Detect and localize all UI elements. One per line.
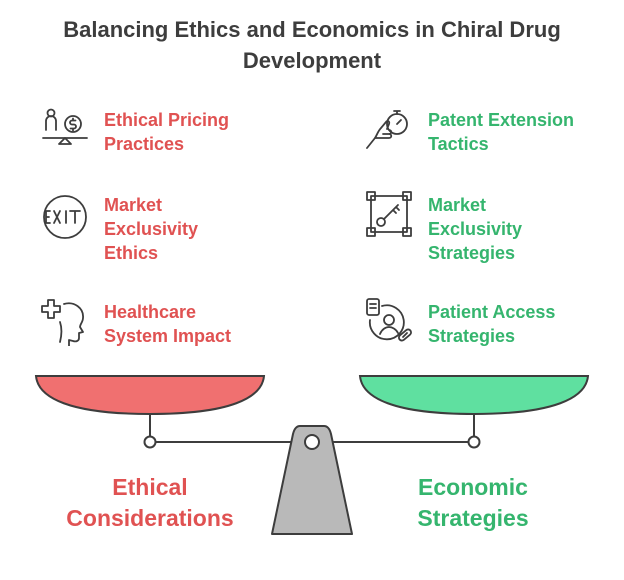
item-ethical-pricing: Ethical Pricing Practices: [40, 108, 229, 156]
left-pivot: [143, 435, 157, 449]
right-pan: [358, 375, 590, 416]
framed-key-icon: [364, 189, 414, 239]
item-healthcare-impact: Healthcare System Impact: [40, 299, 232, 348]
item-patient-access: Patient Access Strategies: [364, 298, 556, 348]
item-label: Patient Access Strategies: [428, 302, 556, 346]
item-label: Ethical Pricing Practices: [104, 110, 230, 154]
item-market-exclusivity-strategies: Market Exclusivity Strategies: [364, 191, 523, 265]
fulcrum-stand: [271, 425, 353, 535]
patient-document-pill-icon: [364, 296, 414, 346]
right-heading: Economic Strategies: [417, 474, 529, 531]
fulcrum-pivot: [304, 434, 320, 450]
right-pivot: [467, 435, 481, 449]
head-medical-cross-icon: [40, 296, 90, 346]
title-line-1: Balancing Ethics and Economics in Chiral…: [63, 17, 561, 42]
item-market-exclusivity-ethics: Market Exclusivity Ethics: [40, 193, 198, 265]
item-label: Patent Extension Tactics: [428, 110, 575, 154]
item-patent-extension: Patent Extension Tactics: [364, 108, 574, 156]
left-pan: [34, 375, 266, 416]
item-label: Healthcare System Impact: [104, 302, 232, 346]
title-line-2: Development: [242, 48, 382, 73]
scales-pricing-icon: [40, 104, 90, 154]
item-label: Market Exclusivity Strategies: [428, 195, 523, 263]
item-label: Market Exclusivity Ethics: [104, 195, 199, 263]
left-heading: Ethical Considerations: [66, 474, 234, 531]
exit-sign-icon: [40, 189, 90, 239]
hand-stopwatch-icon: [364, 104, 414, 154]
page-title: Balancing Ethics and Economics in Chiral…: [0, 14, 624, 76]
